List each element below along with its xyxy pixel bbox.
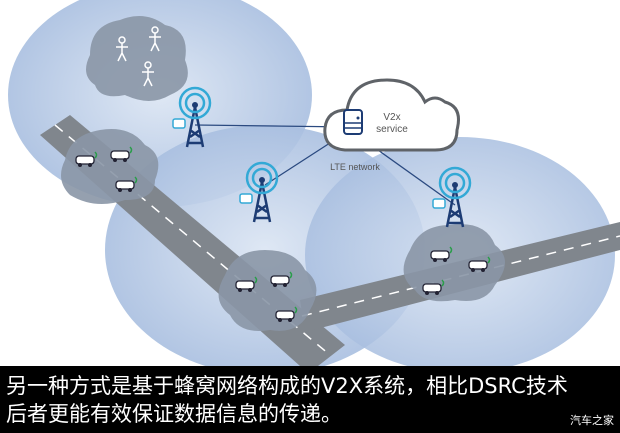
vehicle-cloud-left [61, 129, 159, 204]
vehicle-cloud-middle [218, 250, 317, 331]
v2x-network-diagram: V2x service LTE network [8, 0, 620, 366]
v2x-service-cloud: V2x service [323, 78, 460, 152]
watermark: 汽车之家 [570, 414, 614, 427]
caption-line-2: 后者更能有效保证数据信息的传递。 [6, 402, 342, 426]
vehicle-cloud-right [403, 224, 505, 302]
server-icon [343, 109, 363, 135]
pedestrian-icons [116, 26, 161, 87]
cloud-label-service: service [376, 124, 408, 135]
caption-line-1: 另一种方式是基于蜂窝网络构成的V2X系统，相比DSRC技术 [6, 374, 568, 398]
caption-bar: 另一种方式是基于蜂窝网络构成的V2X系统，相比DSRC技术 后者更能有效保证数据… [0, 366, 620, 433]
cloud-label-v2x: V2x [383, 112, 400, 123]
lte-network-label: LTE network [330, 162, 380, 172]
crowd-cloud [86, 16, 188, 101]
